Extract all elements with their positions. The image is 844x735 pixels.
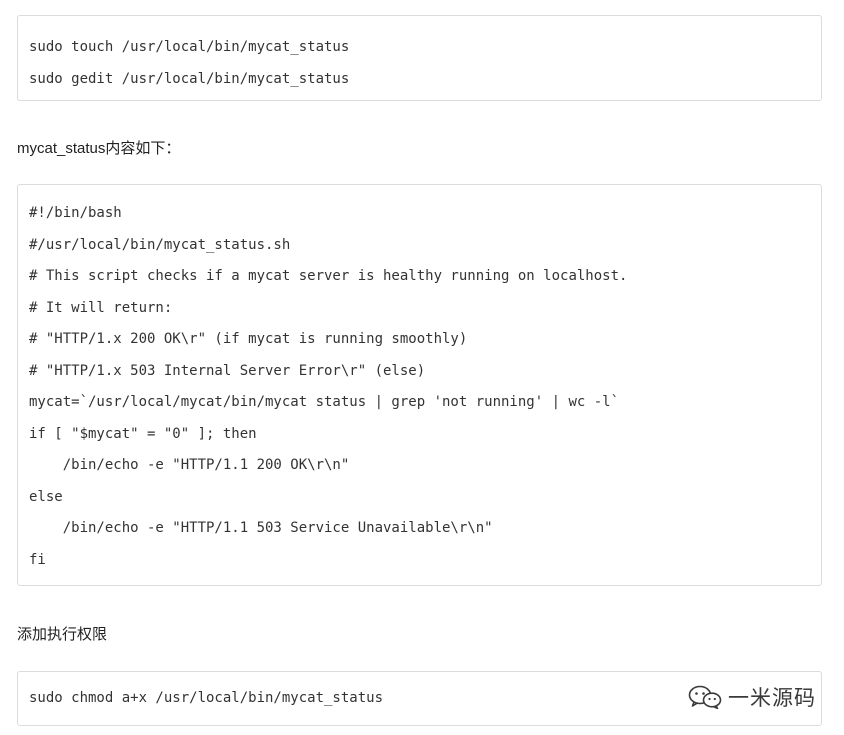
code-line: mycat=`/usr/local/mycat/bin/mycat status… bbox=[29, 394, 620, 410]
code-line: # "HTTP/1.x 503 Internal Server Error\r"… bbox=[29, 362, 426, 379]
code-line: #/usr/local/bin/mycat_status.sh bbox=[29, 236, 291, 253]
code-line: fi bbox=[29, 551, 46, 568]
code-line: # It will return: bbox=[29, 299, 173, 316]
code-line: /bin/echo -e "HTTP/1.1 200 OK\r\n" bbox=[29, 457, 350, 473]
code-line: #!/bin/bash bbox=[29, 205, 122, 221]
watermark-text: 一米源码 bbox=[728, 686, 816, 710]
code-line: sudo touch /usr/local/bin/mycat_status bbox=[29, 39, 350, 55]
code-block-create-file: sudo touch /usr/local/bin/mycat_status s… bbox=[17, 15, 822, 101]
paragraph-add-exec-permission: 添加执行权限 bbox=[17, 625, 108, 643]
code-line: sudo gedit /usr/local/bin/mycat_status bbox=[29, 70, 350, 87]
code-line: # "HTTP/1.x 200 OK\r" (if mycat is runni… bbox=[29, 331, 468, 347]
code-block-chmod: sudo chmod a+x /usr/local/bin/mycat_stat… bbox=[17, 671, 822, 726]
wechat-icon bbox=[688, 685, 722, 709]
code-line: sudo chmod a+x /usr/local/bin/mycat_stat… bbox=[29, 690, 384, 706]
code-line: /bin/echo -e "HTTP/1.1 503 Service Unava… bbox=[29, 520, 493, 536]
watermark: 一米源码 bbox=[688, 682, 816, 712]
code-line: if [ "$mycat" = "0" ]; then bbox=[29, 425, 257, 442]
code-block-script: #!/bin/bash #/usr/local/bin/mycat_status… bbox=[17, 184, 822, 586]
paragraph-mycat-status-content: mycat_status内容如下： bbox=[17, 140, 181, 157]
code-line: # This script checks if a mycat server i… bbox=[29, 268, 628, 284]
code-line: else bbox=[29, 488, 63, 505]
